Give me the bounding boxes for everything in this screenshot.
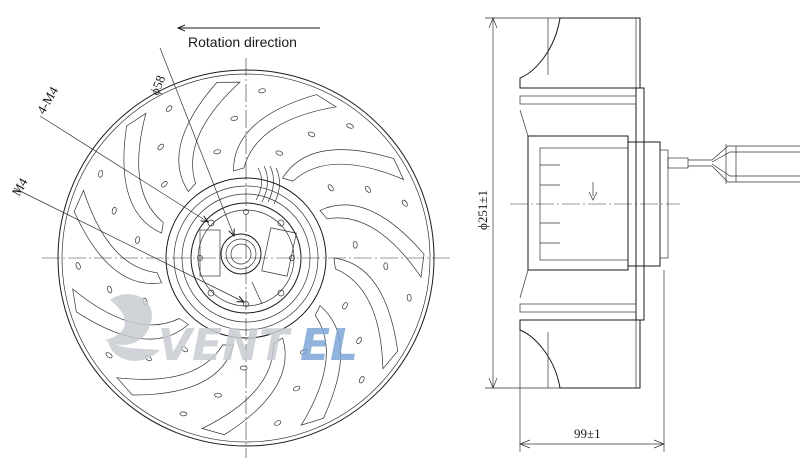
- rim-slot: [75, 262, 81, 270]
- shaft-ring-2: [225, 238, 257, 270]
- hub-sticker: [261, 227, 297, 277]
- rim-slot: [359, 376, 365, 384]
- fan-blades: [72, 81, 425, 436]
- impeller-shroud-top: [519, 17, 641, 89]
- fan-blade: [73, 189, 163, 284]
- rim-slot: [214, 392, 222, 398]
- fan-blade: [201, 337, 286, 436]
- motor-ribs: [540, 164, 560, 244]
- rim-slot: [342, 302, 348, 310]
- rim-slot: [157, 143, 164, 151]
- rotation-label: Rotation direction: [188, 34, 297, 50]
- motor-body: [527, 135, 629, 271]
- fan-blade: [300, 305, 342, 426]
- shaft-ring-1: [220, 233, 262, 275]
- fan-blade: [319, 204, 425, 279]
- rim-slot: [107, 285, 113, 294]
- rim-slot: [98, 170, 104, 178]
- dim-99-label: 99±1: [574, 426, 601, 441]
- fan-blade: [116, 344, 234, 396]
- rim-slot: [293, 385, 301, 392]
- rim-slot: [239, 365, 248, 371]
- hub-plate: [199, 229, 221, 277]
- rim-slot: [352, 240, 358, 249]
- watermark-text-el: EL: [300, 320, 358, 371]
- fan-blade: [123, 112, 164, 234]
- rim-slot: [356, 336, 362, 345]
- rim-slot: [401, 199, 408, 207]
- rim-slot: [406, 293, 412, 302]
- rim-slot: [230, 116, 239, 121]
- rim-slot: [327, 184, 334, 192]
- rim-slot: [307, 131, 316, 137]
- rim-slot: [383, 262, 389, 271]
- rim-slot: [135, 236, 140, 244]
- fan-blade: [282, 149, 405, 182]
- rim-slot: [105, 352, 113, 359]
- rim-slot: [365, 186, 371, 193]
- shaft-ring-3: [230, 243, 252, 265]
- rim-slot: [275, 150, 284, 156]
- rim-slot: [346, 123, 354, 129]
- fan-blade: [72, 288, 189, 340]
- rim-slot: [111, 206, 117, 215]
- rim-slot: [165, 105, 173, 112]
- rim-slot: [274, 420, 282, 426]
- m4-leader: [13, 187, 244, 302]
- wire-bundle: [255, 165, 280, 205]
- fan-blade: [178, 81, 241, 193]
- 4m4-label: 4-M4: [34, 84, 62, 117]
- fan-blade: [233, 94, 338, 172]
- watermark-text-vent: VENT: [158, 320, 292, 371]
- fan-blade: [333, 257, 399, 370]
- watermark-logo: VENT EL: [105, 294, 358, 371]
- rim-holes: [75, 88, 412, 426]
- rim-slot: [179, 411, 188, 417]
- rim-slot: [258, 88, 266, 94]
- impeller-shroud-bottom: [519, 319, 641, 389]
- phi58-leader-2: [251, 281, 263, 305]
- side-view: ϕ251±1: [475, 17, 800, 452]
- cable: [667, 144, 800, 184]
- rim-slot: [181, 346, 188, 353]
- front-view: Rotation direction ϕ58 4-M4 M4 VENT EL: [9, 28, 452, 458]
- phi58-label: ϕ58: [147, 73, 168, 97]
- rim-slot: [213, 149, 222, 155]
- motor-arrow-mark: [588, 182, 598, 201]
- 4m4-leader: [39, 115, 208, 222]
- phi58-leader: [159, 47, 234, 236]
- dim-251-label: ϕ251±1: [475, 190, 490, 230]
- watermark-fan-icon: [105, 294, 152, 345]
- rim-slot: [299, 349, 308, 355]
- rim-slot: [161, 180, 168, 188]
